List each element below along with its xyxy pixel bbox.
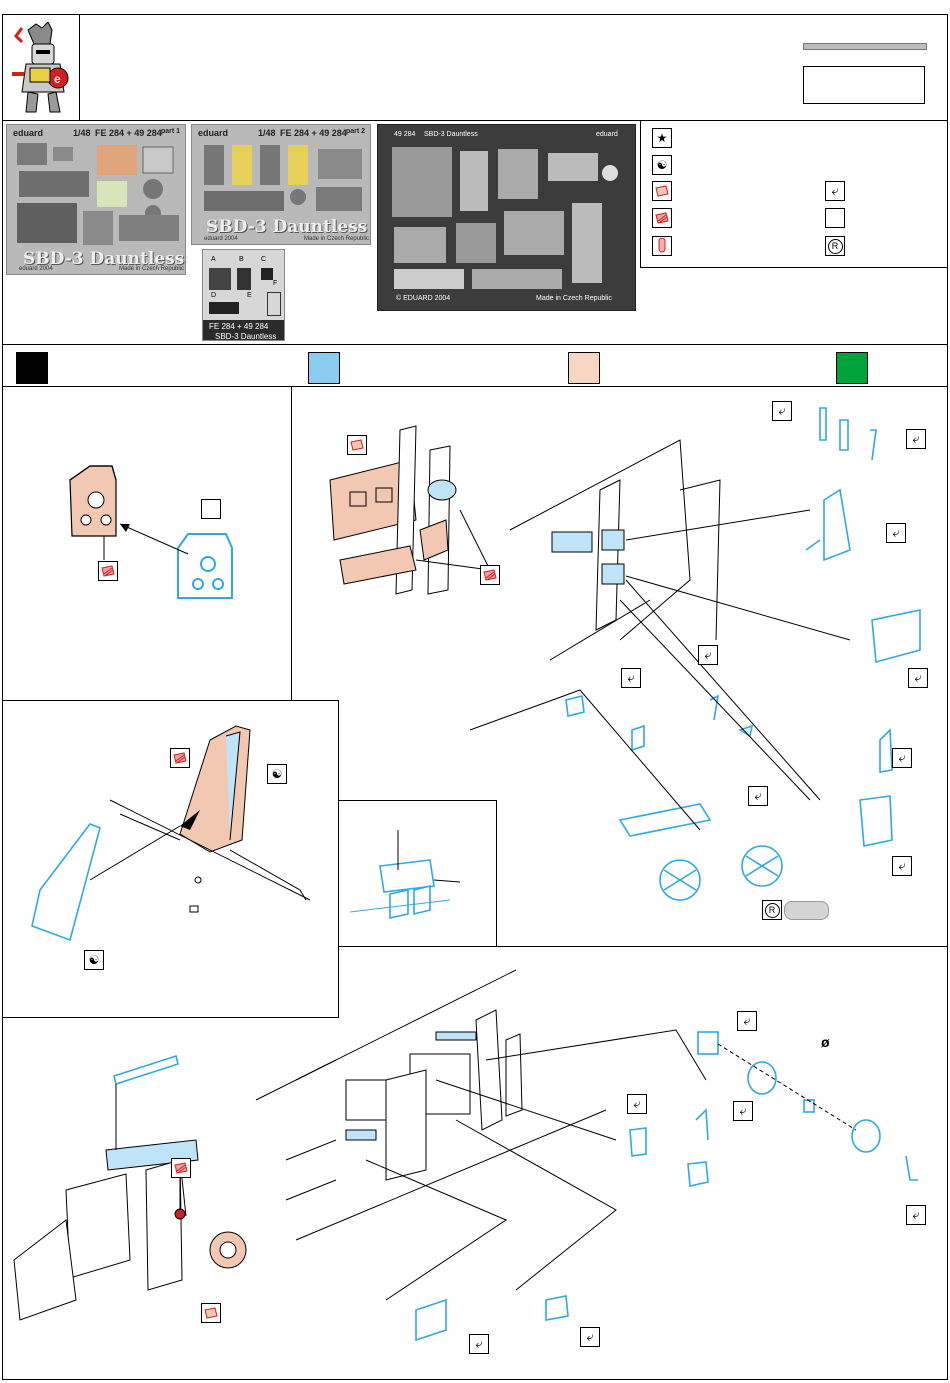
yin-yang-icon: ☯ — [267, 764, 287, 784]
swatch-blue — [308, 352, 340, 384]
swatch-green — [836, 352, 868, 384]
plate2-footer-left: eduard 2004 — [204, 236, 238, 242]
swatch-tan — [568, 352, 600, 384]
panel-divider-h3 — [339, 800, 496, 801]
small-letter-f: F — [273, 280, 278, 287]
check-icon: ⤶ — [621, 668, 641, 688]
fret-photo-part1: eduard 1/48 FE 284 + 49 284 part 1 SBD-3… — [6, 124, 186, 275]
plate3-footer-left: © EDUARD 2004 — [396, 295, 451, 302]
pin-icon — [652, 236, 672, 256]
knight-icon: e — [12, 21, 69, 113]
check-icon: ⤶ — [748, 786, 768, 806]
fret-photo-small: A B C D E F FE 284 + 49 284 SBD-3 Dauntl… — [202, 249, 285, 341]
header-divider — [2, 120, 948, 121]
r-icon: R — [825, 236, 845, 256]
plate2-part: part 2 — [346, 128, 366, 135]
check-icon: ⤶ — [892, 748, 912, 768]
plate2-scale: 1/48 — [258, 128, 276, 138]
check-icon: ⤶ — [906, 1205, 926, 1225]
yin-yang-icon: ☯ — [84, 950, 104, 970]
check-icon: ⤶ — [825, 181, 845, 201]
header-box — [803, 66, 925, 104]
check-icon: ⤶ — [469, 1334, 489, 1354]
plate2-codes: FE 284 + 49 284 — [280, 128, 347, 138]
check-icon: ⤶ — [698, 645, 718, 665]
photoetch-tan-icon — [201, 1303, 221, 1323]
small-plate-title: SBD-3 Dauntless — [215, 332, 277, 341]
small-plate-code: FE 284 + 49 284 — [209, 322, 269, 331]
photoetch-red-icon — [171, 1158, 191, 1178]
plate1-footer-left: eduard 2004 — [19, 266, 53, 272]
empty-box-icon — [201, 499, 221, 519]
swatch-row-top — [2, 344, 948, 345]
svg-text:e: e — [54, 72, 61, 86]
check-icon: ⤶ — [737, 1011, 757, 1031]
plate1-parts-art — [17, 143, 179, 245]
r-icon-label: R — [764, 902, 780, 918]
yin-yang-icon: ☯ — [652, 155, 672, 175]
small-plate-art: A B C D E F — [209, 256, 281, 316]
swatch-row-bottom — [2, 386, 948, 387]
logo-divider — [79, 14, 80, 120]
plate2-title: SBD-3 Dauntless — [206, 217, 368, 237]
inset-detail-drawing — [350, 830, 461, 919]
photoetch-tan-icon — [347, 435, 367, 455]
plate1-brand: eduard — [13, 128, 44, 138]
small-letter-d: D — [211, 292, 217, 299]
r-icon-label: R — [827, 238, 843, 254]
plate2-brand: eduard — [198, 128, 229, 138]
plate1-title: SBD-3 Dauntless — [23, 249, 185, 269]
eduard-logo: e — [8, 21, 74, 116]
step3-drawing — [31, 725, 311, 942]
photoetch-red-icon — [98, 561, 118, 581]
check-icon: ⤶ — [892, 856, 912, 876]
diameter-icon: ø — [821, 1034, 830, 1050]
header-bar — [803, 43, 927, 50]
photoetch-red-icon — [170, 748, 190, 768]
photoetch-red-icon — [480, 565, 500, 585]
plate2-footer-right: Made in Czech Republic — [304, 236, 370, 242]
empty-box-icon — [825, 208, 845, 228]
plate1-scale: 1/48 — [73, 128, 91, 138]
check-icon: ⤶ — [733, 1101, 753, 1121]
panel-divider-v2 — [496, 800, 497, 946]
check-icon: ⤶ — [627, 1094, 647, 1114]
plate3-code: 49 284 — [394, 131, 416, 138]
check-icon: ⤶ — [580, 1327, 600, 1347]
plate3-brand: eduard — [596, 131, 618, 138]
swatch-black — [16, 352, 48, 384]
plate1-footer-right: Made in Czech Republic — [119, 266, 185, 272]
small-letter-b: B — [239, 256, 244, 263]
check-icon: ⤶ — [772, 401, 792, 421]
small-plate-label — [203, 320, 284, 340]
panel-divider-h2 — [339, 946, 948, 947]
fret-photo-part3: 49 284 SBD-3 Dauntless eduard © EDUARD 2… — [377, 124, 636, 311]
legend-box — [640, 120, 948, 268]
step1-drawing — [69, 465, 233, 599]
check-icon: ⤶ — [906, 429, 926, 449]
r-option-pill — [784, 901, 829, 920]
small-letter-e: E — [247, 292, 252, 299]
plate1-codes: FE 284 + 49 284 — [95, 128, 162, 138]
plate2-parts-art — [204, 145, 362, 211]
step3-frame — [2, 700, 339, 1018]
small-letter-c: C — [261, 256, 267, 263]
panel-divider-v1 — [291, 386, 292, 700]
plate1-part: part 1 — [161, 128, 181, 135]
fret-photo-part2: eduard 1/48 FE 284 + 49 284 part 2 SBD-3… — [191, 124, 371, 245]
step4-drawing — [13, 969, 918, 1342]
plate3-title: SBD-3 Dauntless — [424, 131, 478, 138]
photoetch-red-icon — [652, 208, 672, 228]
small-letter-a: A — [211, 256, 216, 263]
plate3-footer-right: Made in Czech Republic — [536, 295, 612, 302]
plate3-parts-art — [392, 147, 618, 289]
check-icon: ⤶ — [886, 523, 906, 543]
star-icon: ★ — [652, 128, 672, 148]
step2-drawing — [329, 407, 921, 901]
check-icon: ⤶ — [908, 668, 928, 688]
photoetch-tan-icon — [652, 181, 672, 201]
r-icon: R — [762, 900, 782, 920]
page-frame — [2, 14, 948, 1380]
